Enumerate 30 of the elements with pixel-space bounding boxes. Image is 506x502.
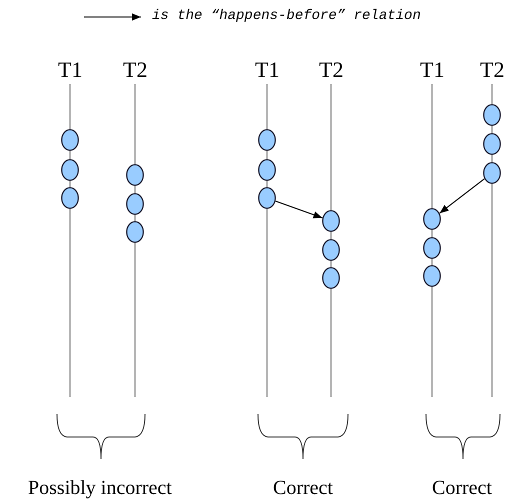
event-oval <box>322 210 340 232</box>
event-oval <box>483 133 501 155</box>
event-oval <box>258 159 276 181</box>
event-oval <box>423 237 441 259</box>
event-oval <box>322 267 340 289</box>
event-oval <box>483 104 501 126</box>
event-oval <box>258 129 276 151</box>
thread-label: T1 <box>58 58 82 82</box>
event-oval <box>483 162 501 184</box>
event-oval <box>322 239 340 261</box>
outcome-label: Correct <box>432 477 492 499</box>
thread-label: T2 <box>123 58 148 82</box>
arrow <box>439 178 485 214</box>
legend-text: is the “happens-before” relation <box>152 8 421 24</box>
event-oval <box>61 187 79 209</box>
event-oval <box>423 208 441 230</box>
thread-label: T1 <box>255 58 280 82</box>
event-oval <box>258 187 276 209</box>
event-oval <box>126 221 144 243</box>
outcome-label: Correct <box>273 477 333 499</box>
thread-label: T2 <box>480 58 504 82</box>
event-oval <box>61 159 79 181</box>
event-oval <box>126 164 144 186</box>
thread-label: T1 <box>420 58 444 82</box>
thread-label: T2 <box>319 58 344 82</box>
arrow <box>275 200 323 218</box>
outcome-label: Possibly incorrect <box>28 477 172 499</box>
event-oval <box>61 129 79 151</box>
event-oval <box>423 265 441 287</box>
event-oval <box>126 193 144 215</box>
